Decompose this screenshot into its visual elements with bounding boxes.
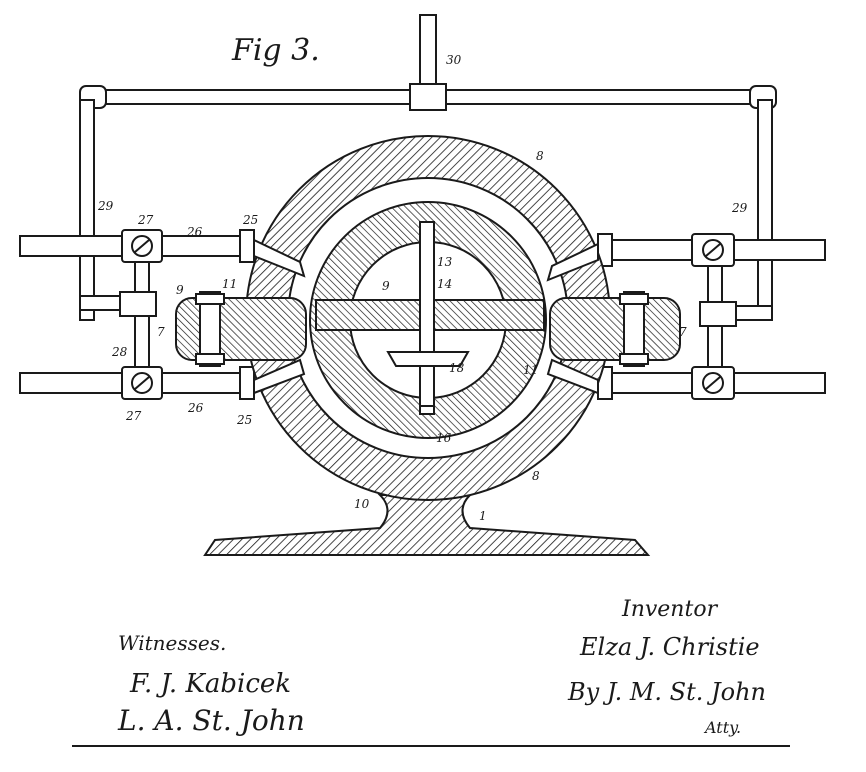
witnesses-heading: Witnesses. bbox=[118, 631, 226, 655]
pipe-system-sides bbox=[19, 229, 826, 400]
valve-bottom-right bbox=[691, 366, 735, 400]
witness-signature-1: F. J. Kabicek bbox=[129, 669, 291, 699]
ref-7-left: 7 bbox=[157, 325, 165, 339]
rotor bbox=[309, 201, 547, 439]
ref-11-top: 11 bbox=[222, 277, 237, 291]
inventor-name: Elza J. Christie bbox=[579, 633, 760, 661]
ref-16: 16 bbox=[436, 431, 452, 445]
ref-29-left: 29 bbox=[97, 199, 114, 213]
ref-28: 28 bbox=[111, 345, 128, 359]
valve-top-right bbox=[691, 233, 735, 267]
pedestal-base bbox=[203, 494, 651, 556]
ref-1: 1 bbox=[479, 509, 487, 523]
ref-25-top: 25 bbox=[242, 213, 258, 227]
witnesses-block: Witnesses. F. J. Kabicek L. A. St. John bbox=[117, 631, 305, 737]
ref-18: 18 bbox=[449, 361, 465, 375]
ref-25-bottom: 25 bbox=[236, 413, 252, 427]
ref-29-right: 29 bbox=[731, 201, 748, 215]
figure-label: Fig 3. bbox=[231, 33, 320, 68]
ref-8-bottom: 8 bbox=[532, 469, 540, 483]
ref-9-left: 9 bbox=[176, 283, 184, 297]
ref-10: 10 bbox=[354, 497, 370, 511]
ref-11-right: 11 bbox=[523, 363, 538, 377]
inventor-block: Inventor Elza J. Christie By J. M. St. J… bbox=[567, 597, 766, 737]
attorney-by-line: By J. M. St. John bbox=[567, 678, 766, 706]
ref-27-bottom: 27 bbox=[125, 409, 142, 423]
valve-bottom-left bbox=[121, 366, 163, 400]
ref-8-top: 8 bbox=[536, 149, 544, 163]
ref-26-bottom: 26 bbox=[187, 401, 204, 415]
ref-13: 13 bbox=[437, 255, 453, 269]
ref-26-top: 26 bbox=[186, 225, 203, 239]
ref-7-right: 7 bbox=[679, 325, 687, 339]
inventor-heading: Inventor bbox=[621, 597, 719, 622]
side-flange-left bbox=[175, 291, 307, 367]
pipe-system-top bbox=[79, 14, 777, 321]
valve-top-left bbox=[121, 229, 163, 263]
ports bbox=[253, 238, 599, 395]
ref-14: 14 bbox=[437, 277, 452, 291]
ref-30: 30 bbox=[446, 53, 462, 67]
witness-signature-2: L. A. St. John bbox=[117, 704, 305, 737]
ref-27-top: 27 bbox=[137, 213, 154, 227]
attorney-abbrev: Atty. bbox=[703, 718, 741, 737]
ref-9-inner: 9 bbox=[382, 279, 390, 293]
side-flange-right bbox=[549, 291, 681, 367]
reference-numerals: 30 8 29 29 27 26 25 11 13 14 9 9 7 7 28 … bbox=[97, 53, 748, 523]
